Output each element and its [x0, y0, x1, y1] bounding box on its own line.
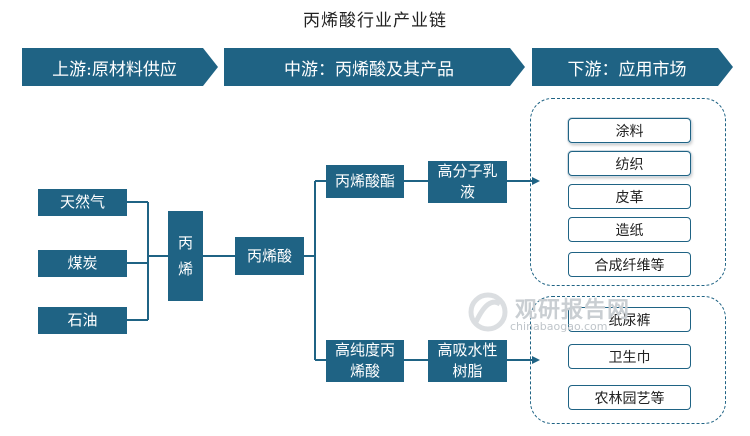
- watermark-logo-icon: [468, 292, 508, 332]
- raw-material-natural-gas: 天然气: [38, 189, 127, 216]
- app-agriculture-horticulture: 农林园艺等: [568, 385, 691, 410]
- raw-to-propylene-connector: [127, 201, 168, 321]
- high-purity-acrylic-node: 高纯度丙 烯酸: [326, 340, 404, 382]
- application-group-1: [530, 98, 726, 286]
- upstream-header: 上游:原材料供应: [52, 59, 177, 80]
- midstream-banner-shape: [224, 48, 525, 86]
- raw-material-coal: 煤炭: [38, 250, 127, 277]
- acrylate-node: 丙烯酸酯: [326, 165, 404, 198]
- upstream-banner-shape: [22, 48, 218, 86]
- watermark-url: chinabaogao.com: [510, 320, 608, 333]
- app-coatings: 涂料: [568, 118, 691, 143]
- app-diapers: 纸尿裤: [568, 307, 691, 332]
- propylene-node: 丙 烯: [168, 211, 203, 301]
- app-sanitary-pads: 卫生巾: [568, 344, 691, 369]
- acrylic-acid-node: 丙烯酸: [235, 237, 304, 275]
- diagram-title: 丙烯酸行业产业链: [303, 11, 447, 31]
- midstream-header: 中游：丙烯酸及其产品: [284, 59, 454, 80]
- emulsion-node: 高分子乳 液: [428, 161, 507, 203]
- downstream-banner-shape: [532, 48, 733, 86]
- superabsorbent-resin-node: 高吸水性 树脂: [428, 340, 507, 382]
- app-synthetic-fibers: 合成纤维等: [568, 252, 691, 277]
- raw-material-oil: 石油: [38, 307, 127, 334]
- downstream-header: 下游：应用市场: [567, 59, 687, 80]
- app-papermaking: 造纸: [568, 217, 691, 242]
- sap-arrow: [507, 356, 540, 364]
- app-leather: 皮革: [568, 184, 691, 209]
- acrylic-branch-connector: [304, 180, 326, 361]
- emulsion-arrow: [507, 177, 540, 185]
- watermark-brand: 观研报告网: [515, 298, 631, 323]
- app-textiles: 纺织: [568, 151, 691, 176]
- application-group-2: [530, 296, 726, 424]
